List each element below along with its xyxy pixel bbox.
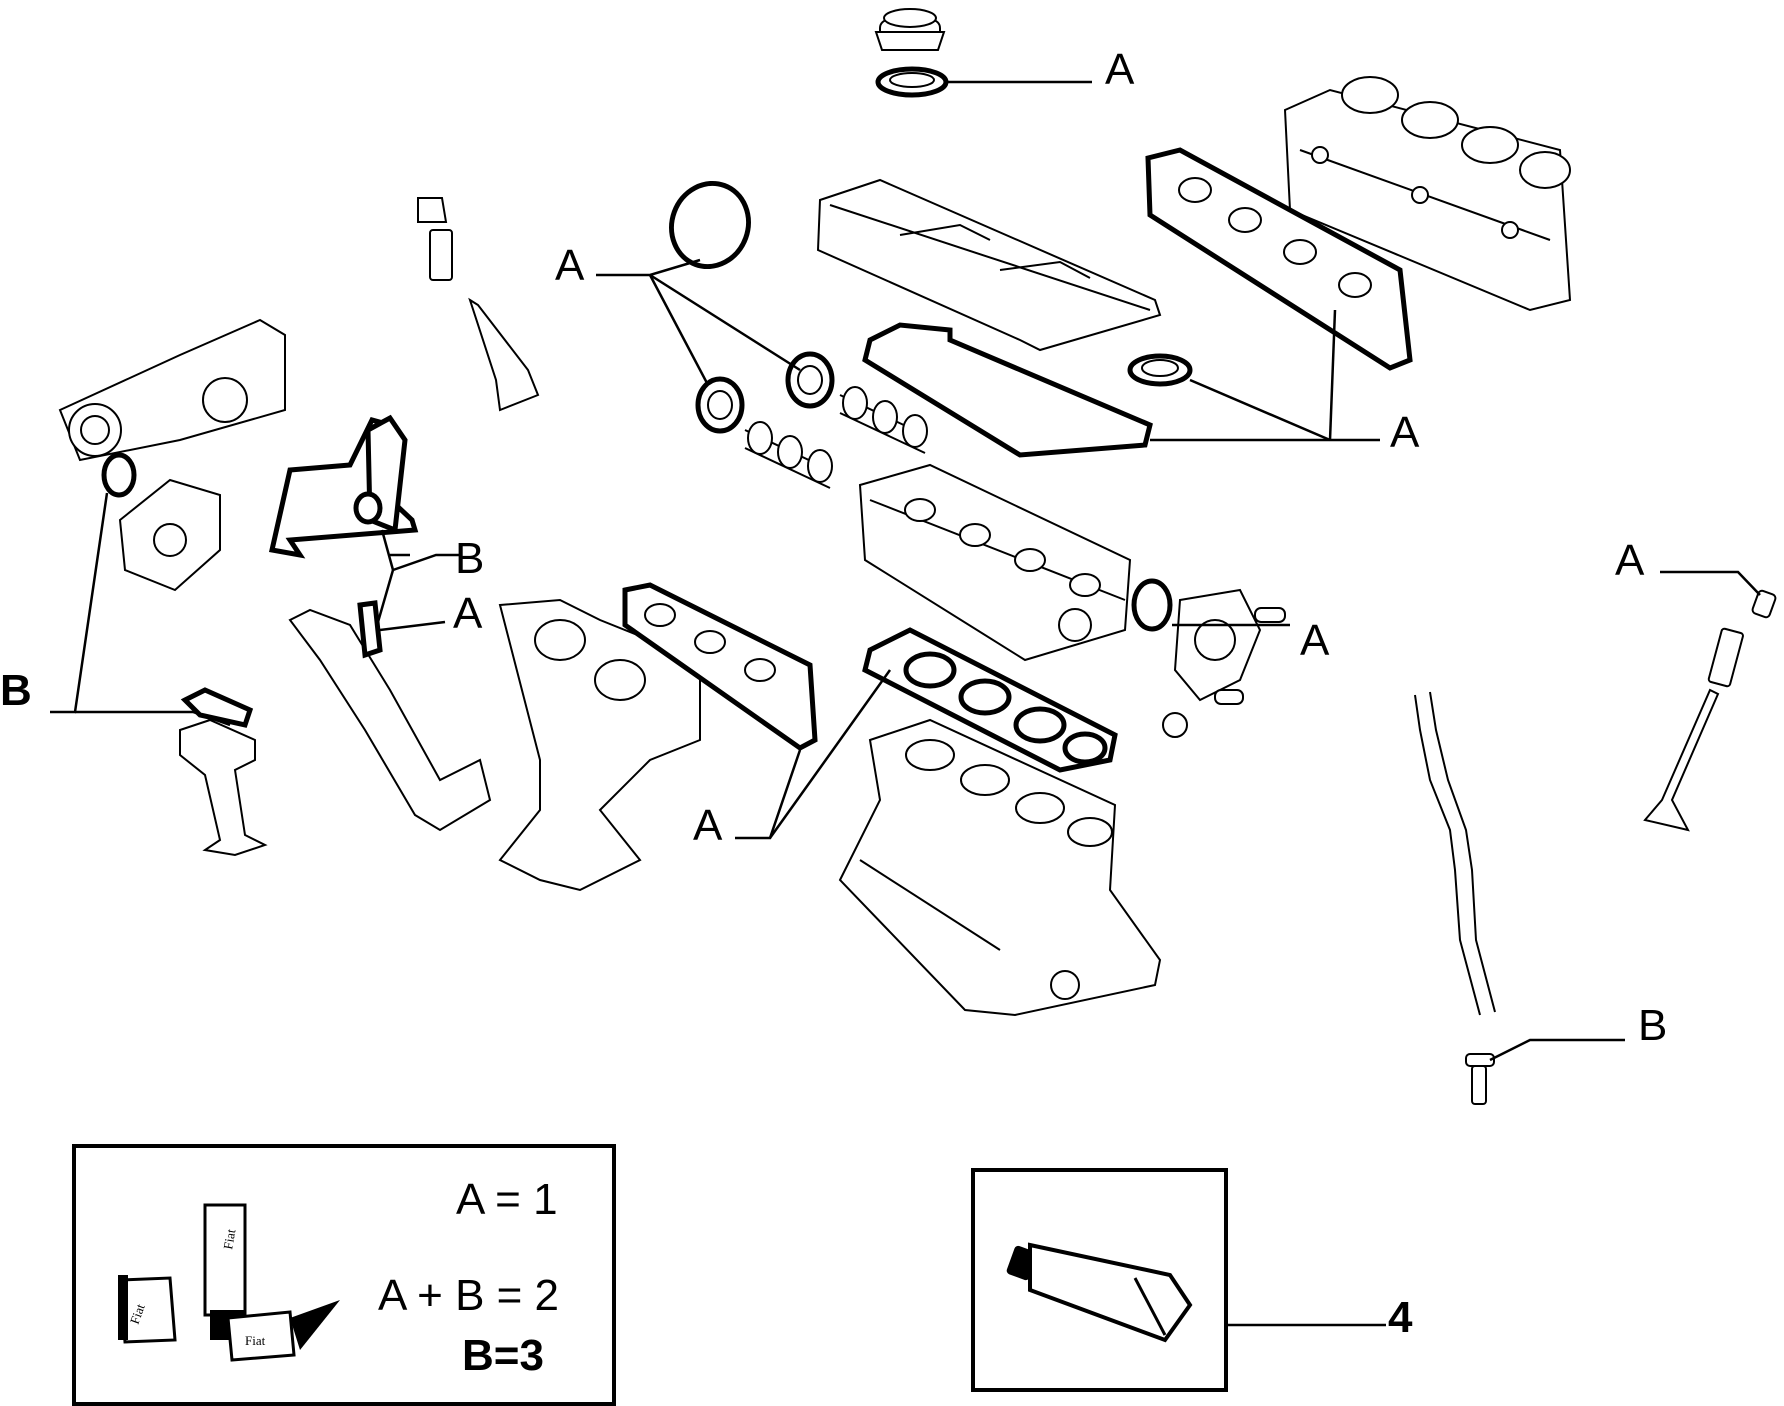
callout-a-coolant: A (453, 589, 483, 638)
intake-manifold (1283, 76, 1572, 312)
cam-cover (816, 178, 1162, 352)
oil-pump-cover (58, 318, 286, 462)
timing-cover-gasket (268, 414, 419, 559)
callout-a-head-gasket: A (693, 801, 723, 850)
svg-text:Fiat: Fiat (245, 1333, 266, 1348)
cam-seal-large (669, 180, 751, 270)
cam-seal-far-right (1127, 353, 1193, 387)
callout-a-thermostat: A (1300, 616, 1330, 665)
callout-a-top: A (1105, 45, 1135, 94)
coolant-pipe-gasket (357, 600, 383, 659)
head-gasket (862, 627, 1118, 773)
callout-a-cam-seals: A (555, 241, 585, 290)
callout-a-intake: A (1390, 408, 1420, 457)
callout-a-valve-right: A (1615, 536, 1645, 585)
cam-seal-right (785, 351, 835, 409)
oil-filler-cap-seal (875, 66, 949, 98)
oil-pump-seal (101, 452, 137, 498)
oil-pickup (179, 687, 268, 857)
callout-b-timing: B (455, 534, 484, 583)
cam-seal-left (695, 376, 745, 434)
legend-b-equals-3: B=3 (462, 1331, 544, 1380)
camshaft-intake (839, 386, 928, 454)
legend-a-equals-1: A = 1 (456, 1175, 558, 1224)
cylinder-head (858, 463, 1132, 662)
sealant-tube-icon (1006, 1242, 1193, 1343)
callout-4: 4 (1388, 1293, 1413, 1342)
oil-filler-cap (874, 8, 946, 51)
sealant-kit-icon: Fiat Fiat Fiat (118, 1203, 340, 1362)
callout-b-left: B (0, 666, 32, 715)
sealant-tube-box (971, 1168, 1228, 1392)
svg-text:Fiat: Fiat (220, 1228, 238, 1251)
valve-assembly-left (417, 197, 540, 412)
crank-seal (353, 491, 383, 525)
exhaust-manifold-gasket (622, 582, 818, 751)
camshaft-exhaust (744, 421, 833, 489)
dipstick-bolt (1465, 1053, 1495, 1105)
leader-lines (50, 80, 1761, 1327)
valve-assembly-right (1643, 589, 1777, 832)
intake-manifold-gasket (1145, 147, 1413, 371)
svg-text:Fiat: Fiat (127, 1302, 148, 1326)
engine-block (838, 718, 1162, 1017)
exhaust-manifold (498, 598, 701, 892)
callout-b-dipstick: B (1638, 1001, 1667, 1050)
thermostat-housing (1131, 578, 1286, 738)
legend-box: Fiat Fiat Fiat A = 1 A + B = 2 B=3 (72, 1144, 616, 1406)
oil-cooler (118, 478, 221, 592)
coolant-pipe (288, 608, 492, 832)
legend-a-plus-b-equals-2: A + B = 2 (378, 1271, 559, 1320)
cam-cover-gasket (862, 322, 1153, 458)
dipstick-tube (1414, 691, 1496, 1016)
callout-labels: A A A B A A A A B B 4 (0, 45, 1667, 1342)
